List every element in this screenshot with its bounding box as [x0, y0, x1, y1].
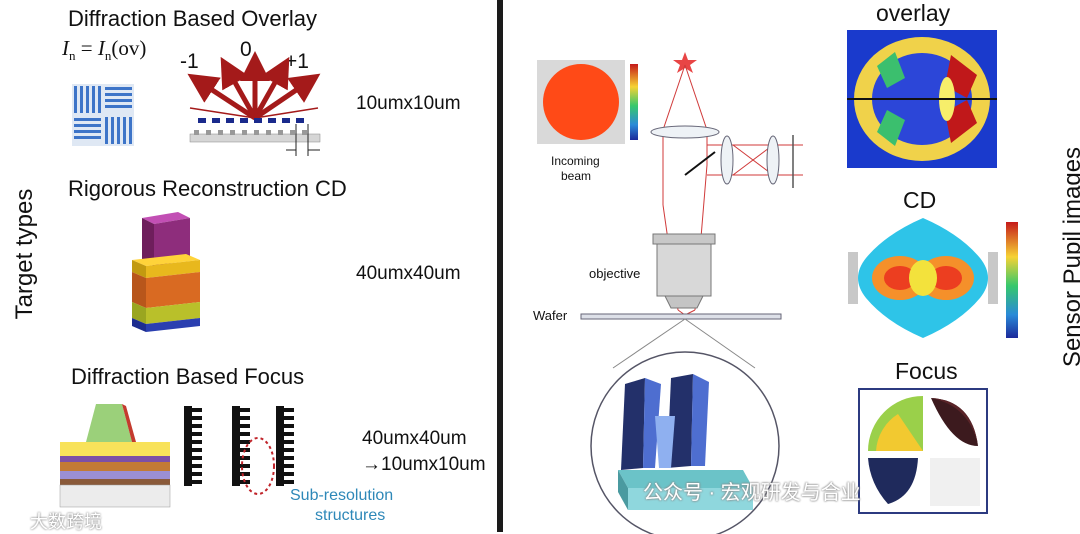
sensor-panel: Incoming beam [503, 0, 1080, 534]
dbf-comb-structures [184, 406, 294, 495]
dbf-size-line1: 40umx40um [362, 428, 467, 449]
sub-resolution-label-line1: Sub-resolution [290, 487, 394, 504]
cd-pupil-colorbar [1006, 222, 1018, 338]
overlay-pupil-image [847, 30, 997, 168]
incoming-beam-pupil [537, 60, 625, 144]
cd-pupil-image [848, 218, 998, 338]
watermark-right: 公众号 · 宏观研发与合业 [643, 482, 861, 504]
focus-pupil-title: Focus [895, 358, 958, 384]
incoming-beam-label-line2: beam [561, 169, 592, 183]
order-plus1-label: +1 [285, 50, 309, 73]
objective-label: objective [589, 266, 641, 281]
dbo-title: Diffraction Based Overlay [68, 6, 318, 31]
focus-pupil-image [858, 388, 988, 514]
sensor-pupil-axis-label: Sensor Pupil images [1059, 146, 1080, 368]
order-0-label: 0 [240, 38, 252, 61]
target-types-axis-label: Target types [11, 188, 38, 320]
dbo-formula: In = In(ov) [62, 36, 147, 64]
dbo-grating-tile [72, 84, 134, 146]
dbf-title: Diffraction Based Focus [71, 364, 305, 389]
order-minus1-label: -1 [180, 50, 199, 73]
optical-path-diagram [580, 52, 803, 534]
cd-stack-3d [132, 212, 200, 332]
cd-pupil-title: CD [903, 187, 937, 213]
dbf-size-line2: →10umx10um [362, 454, 486, 475]
dbf-stack [59, 404, 171, 508]
incoming-beam-colorbar [630, 64, 638, 140]
overlay-pupil-title: overlay [876, 0, 951, 26]
dbo-size: 10umx10um [356, 93, 461, 114]
cd-size: 40umx40um [356, 263, 461, 284]
panel-divider [497, 0, 503, 532]
target-types-panel: Target types Diffraction Based Overlay I… [0, 0, 497, 532]
watermark-left: 大数跨境 [30, 512, 102, 532]
wafer-label: Wafer [533, 308, 568, 323]
sub-resolution-label-line2: structures [315, 507, 386, 524]
incoming-beam-label-line1: Incoming [551, 154, 600, 168]
diffraction-arrows-diagram [187, 51, 321, 156]
cd-title: Rigorous Reconstruction CD [68, 176, 347, 201]
